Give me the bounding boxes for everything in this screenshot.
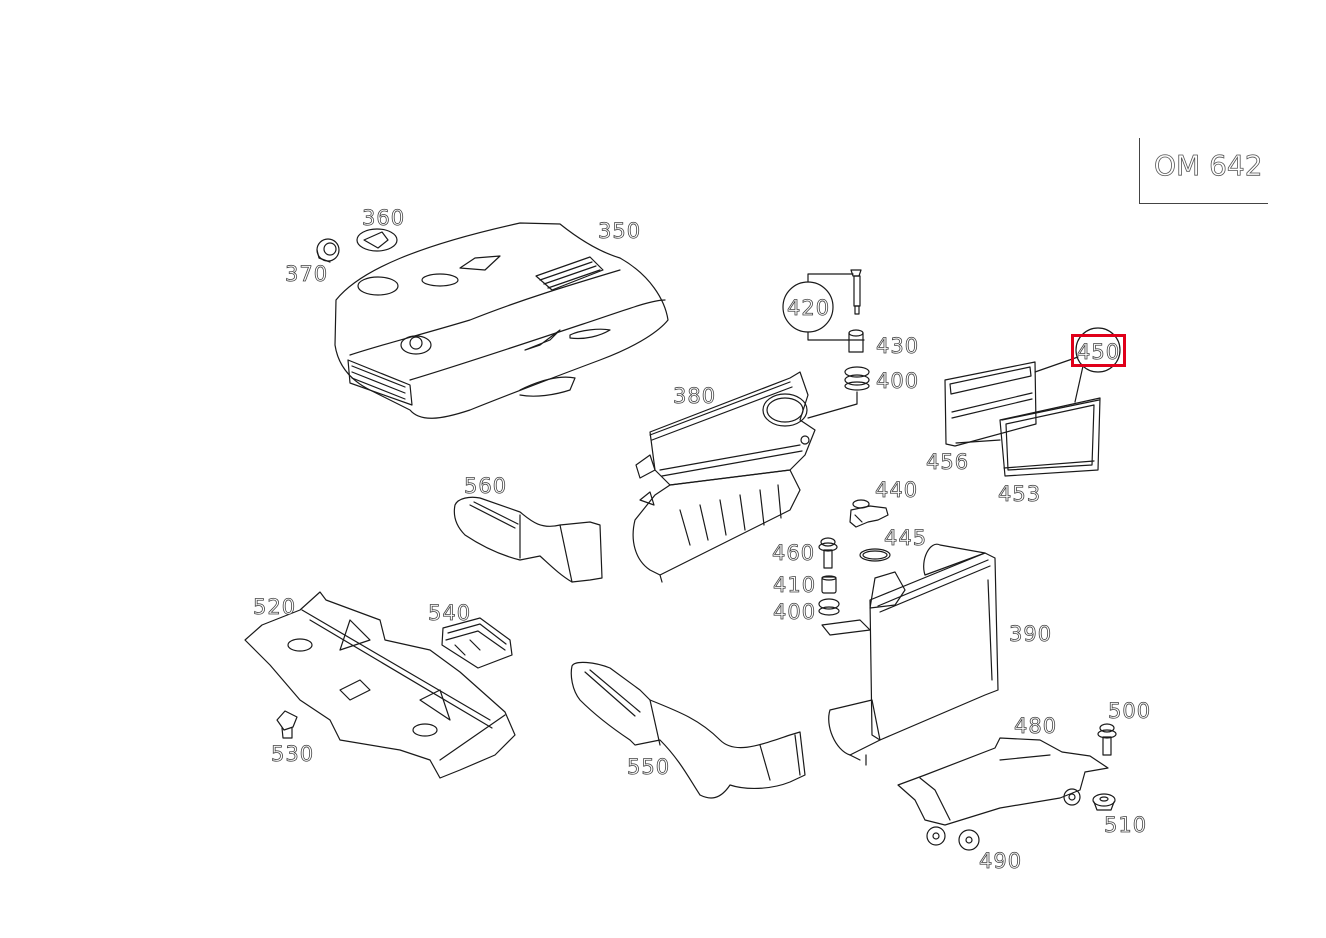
callout-520[interactable]: 520 [253, 595, 297, 619]
callout-390[interactable]: 390 [1009, 622, 1053, 646]
callout-360[interactable]: 360 [362, 206, 406, 230]
callout-450[interactable]: 450 [1077, 340, 1121, 364]
callout-420[interactable]: 420 [787, 296, 831, 320]
rubber-mount-400-lower[interactable] [818, 598, 840, 616]
callout-500[interactable]: 500 [1108, 699, 1152, 723]
air-filter-housing-lower-390[interactable] [821, 543, 999, 766]
grommet-370[interactable] [316, 238, 340, 263]
callout-445[interactable]: 445 [884, 526, 928, 550]
sound-insulation-520[interactable] [244, 591, 516, 779]
intake-duct-550[interactable] [570, 661, 806, 799]
model-label: OM 642 [1154, 149, 1263, 182]
air-filter-element-set-450[interactable] [944, 327, 1121, 477]
callout-400-lower[interactable]: 400 [773, 600, 817, 624]
control-unit-540[interactable] [441, 617, 513, 669]
callout-480[interactable]: 480 [1014, 714, 1058, 738]
bolt-500[interactable] [1097, 723, 1117, 756]
callout-400-upper[interactable]: 400 [876, 369, 920, 393]
rubber-bushing-490[interactable] [926, 826, 980, 851]
callout-490[interactable]: 490 [979, 849, 1023, 873]
callout-460[interactable]: 460 [772, 541, 816, 565]
callout-440[interactable]: 440 [875, 478, 919, 502]
callout-540[interactable]: 540 [428, 601, 472, 625]
bolt-460[interactable] [818, 537, 838, 569]
nut-510[interactable] [1092, 793, 1116, 811]
callout-410[interactable]: 410 [773, 573, 817, 597]
bushing-430[interactable] [847, 329, 865, 353]
o-ring-445[interactable] [859, 548, 891, 562]
engine-cover-350[interactable] [334, 222, 669, 419]
emblem-360[interactable] [356, 228, 398, 252]
callout-550[interactable]: 550 [627, 755, 671, 779]
callout-430[interactable]: 430 [876, 334, 920, 358]
callout-453[interactable]: 453 [998, 482, 1042, 506]
callout-560[interactable]: 560 [464, 474, 508, 498]
highlight-box-450 [1071, 334, 1126, 367]
screw-set-420[interactable] [782, 269, 862, 341]
callout-350[interactable]: 350 [598, 219, 642, 243]
callout-380[interactable]: 380 [673, 384, 717, 408]
spacer-sleeve-410[interactable] [821, 575, 837, 594]
callout-530[interactable]: 530 [271, 742, 315, 766]
model-frame-left [1139, 138, 1140, 204]
bracket-480[interactable] [897, 737, 1109, 826]
intake-duct-560[interactable] [453, 496, 603, 583]
model-frame-bottom [1139, 203, 1268, 204]
callout-510[interactable]: 510 [1104, 813, 1148, 837]
sensor-440[interactable] [849, 499, 889, 528]
callout-456[interactable]: 456 [926, 450, 970, 474]
clip-530[interactable] [276, 710, 298, 739]
air-filter-housing-380[interactable] [632, 371, 816, 583]
rubber-mount-400-upper[interactable] [807, 366, 870, 419]
callout-370[interactable]: 370 [285, 262, 329, 286]
